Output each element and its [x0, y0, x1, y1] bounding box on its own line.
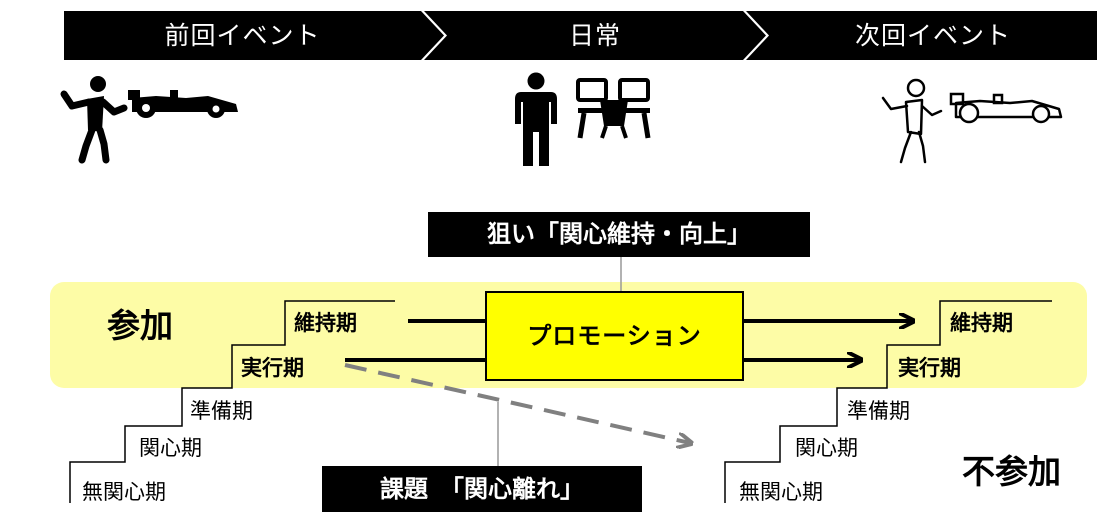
timeline-segment-next-event [746, 11, 1097, 60]
stage-left-no-interest: 無関心期 [82, 480, 166, 504]
staircase-left [69, 300, 395, 503]
non-participation-label: 不参加 [962, 452, 1061, 491]
promotion-box: プロモーション [485, 291, 744, 381]
aim-box: 狙い「関心維持・向上」 [428, 212, 810, 257]
race-car-icon [128, 90, 238, 118]
stage-left-maintenance: 維持期 [294, 311, 357, 335]
issue-box: 課題 「関心離れ」 [322, 466, 642, 512]
timeline-segment-daily [424, 11, 766, 60]
stage-right-no-interest: 無関心期 [739, 480, 823, 504]
race-car-outline-icon [949, 92, 1063, 124]
timeline-segment-previous-event [64, 11, 444, 60]
participation-label: 参加 [107, 306, 173, 345]
timeline-label-daily: 日常 [568, 21, 621, 50]
stage-left-execution: 実行期 [241, 356, 304, 380]
stage-right-maintenance: 維持期 [950, 311, 1013, 335]
person-cheering-outline-icon [881, 78, 943, 164]
timeline-band [64, 11, 1097, 60]
desk-chairs-icon [576, 78, 651, 139]
dropout-arrow [344, 363, 690, 443]
timeline-label-previous-event: 前回イベント [164, 21, 321, 50]
staircase-right [724, 300, 1052, 503]
stage-right-preparation: 準備期 [847, 399, 910, 423]
stage-right-execution: 実行期 [898, 356, 961, 380]
stage-left-preparation: 準備期 [190, 399, 253, 423]
person-cheering-icon [60, 76, 128, 164]
timeline-label-next-event: 次回イベント [854, 21, 1011, 50]
stage-right-interest: 関心期 [795, 436, 858, 460]
person-standing-icon [515, 72, 557, 166]
stage-left-interest: 関心期 [139, 436, 202, 460]
